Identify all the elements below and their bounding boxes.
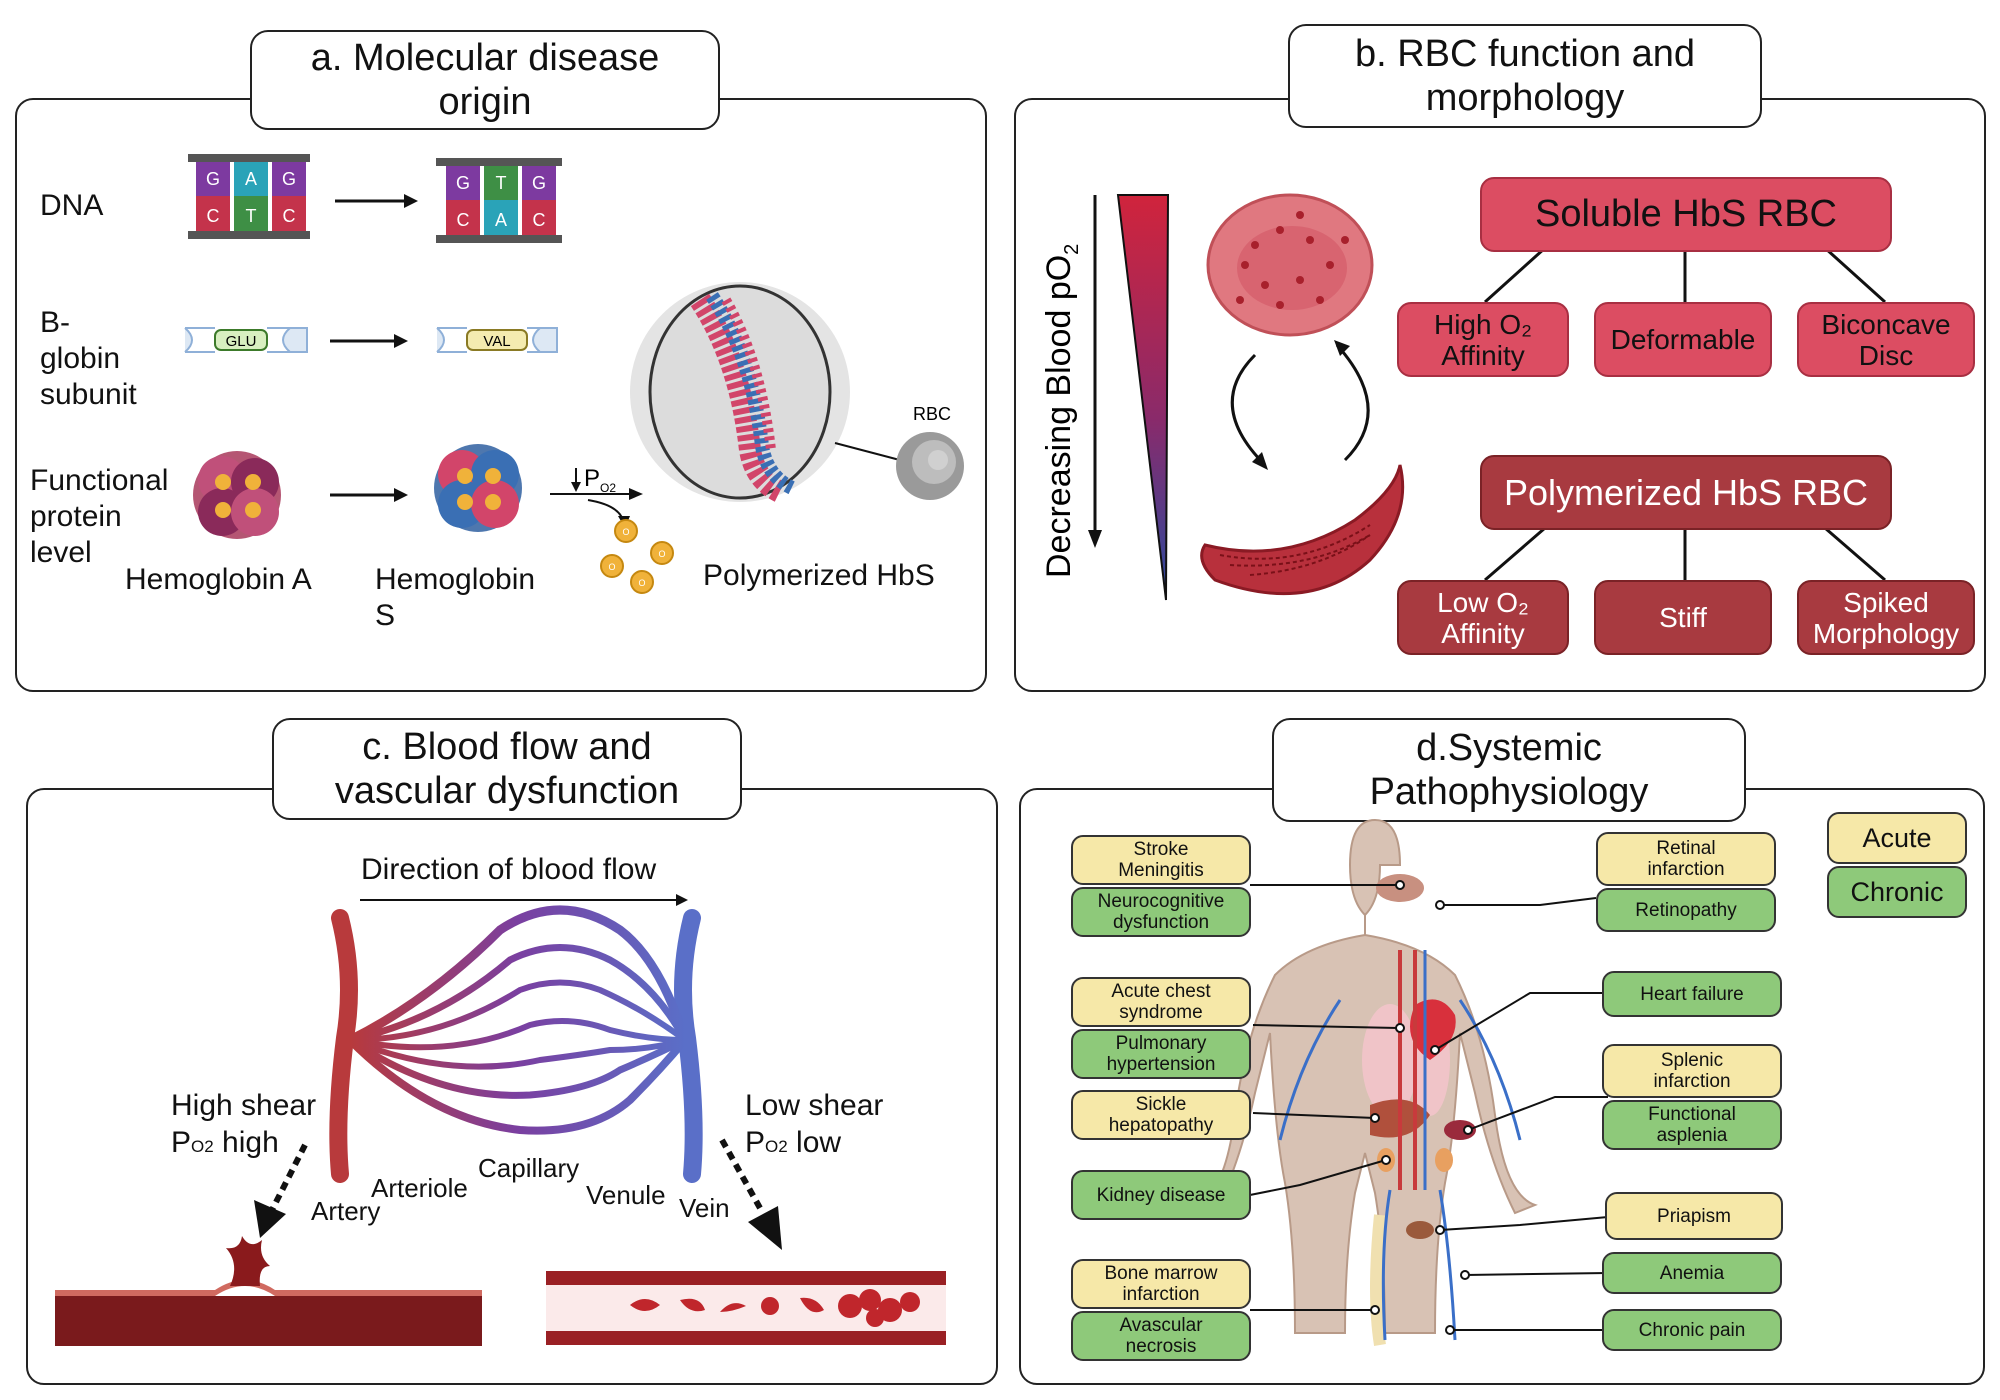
o2-label-1: O [658,549,665,559]
po2-axis-label: Decreasing Blood pO2 [1040,244,1083,578]
dna-before-top-2: G [282,169,296,189]
o2-label-0: O [622,527,629,537]
heart-failure-tag: Heart failure [1602,971,1782,1017]
hemoglobin-a-label: Hemoglobin A [125,563,312,596]
anemia-tag: Anemia [1602,1252,1782,1294]
panel-b-title: b. RBC function and morphology [1288,24,1762,128]
retinal-infarction-tag: Retinal infarction [1596,832,1776,886]
priapism-tag: Priapism [1605,1192,1783,1240]
hemoglobin-s-icon [434,444,522,532]
dna-before-top-0: G [206,169,220,189]
pulmonary-hypertension-tag: Pulmonary hypertension [1071,1029,1251,1079]
polymerized-hbs-box: Polymerized HbS RBC [1480,455,1892,530]
stiff-box: Stiff [1594,580,1772,655]
dna-after-bottom-1: A [495,210,507,230]
splenic-infarction-tag: Splenic infarction [1602,1044,1782,1098]
dna-after-bottom-2: C [533,210,546,230]
biconcave-disc-box: Biconcave Disc [1797,302,1975,377]
arteriole-label: Arteriole [371,1173,468,1203]
chronic-pain-tag: Chronic pain [1602,1309,1782,1351]
row-label-dna: DNA [40,189,104,222]
val-label: VAL [483,333,510,350]
sickle-rbc-icon [1200,464,1405,596]
occluded-vessel-icon [546,1271,946,1345]
artery-label: Artery [311,1196,381,1226]
polymer-fiber-icon [630,282,850,502]
oxygen-molecules-icon: O O O O [600,519,674,594]
dna-before-top-1: A [245,169,257,189]
low-po2-label: PO2 low [745,1126,842,1159]
po2-label-a: PO2 [584,465,616,495]
row-label-protein: Functional protein level [30,464,169,569]
hemoglobin-a-icon [193,451,281,539]
dna-after-top-0: G [456,173,470,193]
high-o2-affinity-box: High O₂ Affinity [1397,302,1569,377]
soluble-hbs-box: Soluble HbS RBC [1480,177,1892,252]
rbc-label: RBC [913,404,951,424]
sickle-hepatopathy-tag: Sickle hepatopathy [1071,1090,1251,1140]
panel-d-title: d.Systemic Pathophysiology [1272,718,1746,822]
low-shear-label: Low shear [745,1089,884,1122]
damaged-vessel-icon [55,1236,482,1346]
panel-a-title: a. Molecular disease origin [250,30,720,130]
dna-after-icon: G T G C A C [436,158,562,243]
dna-before-bottom-2: C [283,206,296,226]
vascular-network-icon [329,905,703,1183]
neurocognitive-tag: Neurocognitive dysfunction [1071,887,1251,937]
bone-marrow-tag: Bone marrow infarction [1071,1259,1251,1309]
venule-label: Venule [586,1180,666,1210]
dna-before-bottom-1: T [246,206,257,226]
o2-label-3: O [638,578,645,588]
row-label-globin: B- globin subunit [40,306,137,411]
gradient-wedge [1116,194,1170,601]
kidney-disease-tag: Kidney disease [1071,1170,1251,1220]
dna-after-top-2: G [532,173,546,193]
polymerized-hbs-label: Polymerized HbS [703,559,935,592]
functional-asplenia-tag: Functional asplenia [1602,1100,1782,1150]
capillary-label: Capillary [478,1153,580,1183]
legend-acute: Acute [1827,812,1967,864]
high-po2-label: PO2 high [171,1126,279,1159]
round-rbc-icon [1206,193,1374,337]
avascular-necrosis-tag: Avascular necrosis [1071,1311,1251,1361]
o2-label-2: O [608,562,615,572]
panel-c-title: c. Blood flow and vascular dysfunction [272,718,742,820]
hemoglobin-s-label: Hemoglobin S [375,563,536,632]
high-shear-label: High shear [171,1089,317,1122]
stroke-meningitis-tag: Stroke Meningitis [1071,835,1251,885]
legend-chronic: Chronic [1827,866,1967,918]
direction-label: Direction of blood flow [361,853,657,886]
retinopathy-tag: Retinopathy [1596,888,1776,932]
dna-before-icon: G A G C T C [188,154,310,239]
glu-label: GLU [226,333,257,350]
glu-residue-icon: GLU [184,327,308,353]
dna-after-top-1: T [496,173,507,193]
dna-after-bottom-0: C [457,210,470,230]
rbc-icon [896,432,964,500]
dna-before-bottom-0: C [207,206,220,226]
vein-label: Vein [679,1193,730,1223]
spiked-morphology-box: Spiked Morphology [1797,580,1975,655]
low-o2-affinity-box: Low O₂ Affinity [1397,580,1569,655]
leader-lines [1249,884,1609,1331]
acute-chest-tag: Acute chest syndrome [1071,977,1251,1027]
deformable-box: Deformable [1594,302,1772,377]
val-residue-icon: VAL [436,327,558,353]
